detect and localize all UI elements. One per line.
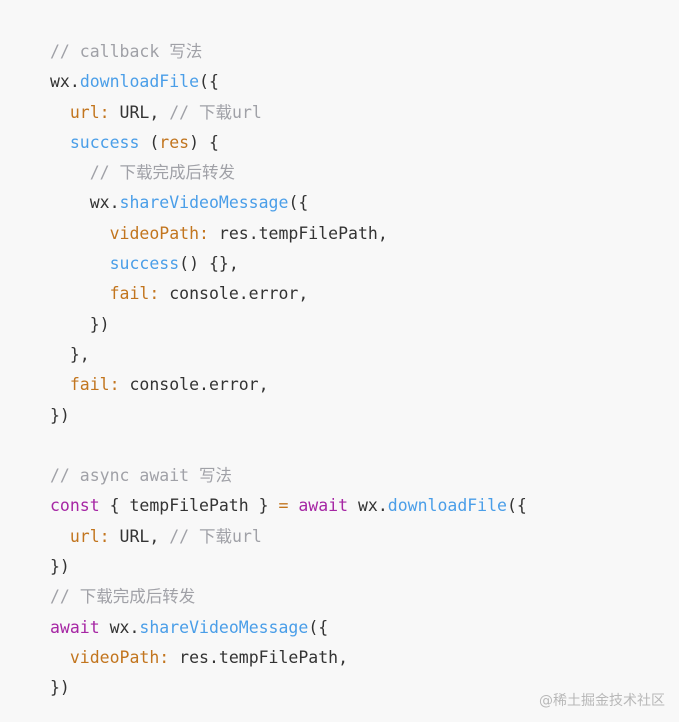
code-token <box>50 133 70 152</box>
code-token: wx. <box>50 193 120 213</box>
code-token <box>50 375 70 394</box>
code-line: wx.shareVideoMessage({ <box>50 188 527 218</box>
code-line: const { tempFilePath } = await wx.downlo… <box>50 491 527 521</box>
code-token: res.tempFilePath, <box>169 647 349 667</box>
code-token <box>50 224 110 243</box>
code-line: }) <box>50 310 527 340</box>
code-token: console.error, <box>119 375 269 395</box>
code-line: }, <box>50 340 527 370</box>
code-line: // 下载完成后转发 <box>50 582 527 612</box>
code-token: url: <box>69 526 110 546</box>
code-line: await wx.shareVideoMessage({ <box>50 613 527 643</box>
code-token: }, <box>50 344 90 364</box>
code-line <box>50 431 527 461</box>
code-token: // async await 写法 <box>50 466 233 486</box>
code-token: URL, <box>109 526 170 546</box>
code-line: wx.downloadFile({ <box>50 67 527 97</box>
code-token: res <box>159 132 190 152</box>
code-token: // 下载url <box>169 102 262 122</box>
code-token: console.error, <box>159 284 309 304</box>
code-token: videoPath: <box>109 223 209 243</box>
code-line: // callback 写法 <box>50 37 527 67</box>
code-token: ({ <box>288 193 309 213</box>
code-line: fail: console.error, <box>50 370 527 400</box>
code-token: await <box>50 617 100 637</box>
code-token: fail: <box>109 284 160 304</box>
code-line: fail: console.error, <box>50 279 527 309</box>
code-token: downloadFile <box>79 72 200 92</box>
code-token: shareVideoMessage <box>119 193 289 213</box>
code-token: success <box>69 132 140 152</box>
code-token: }) <box>50 405 70 425</box>
code-line: url: URL, // 下载url <box>50 98 527 128</box>
code-token: ({ <box>507 496 527 516</box>
code-token: ({ <box>308 617 329 637</box>
code-token: shareVideoMessage <box>139 617 309 637</box>
code-line: success() {}, <box>50 249 527 279</box>
code-token: { tempFilePath } <box>99 496 279 516</box>
code-token: ( <box>139 132 160 152</box>
code-token: videoPath: <box>69 647 170 667</box>
code-token: fail: <box>69 375 120 395</box>
code-token <box>50 648 70 667</box>
watermark: @稀土掘金技术社区 <box>539 693 665 709</box>
code-token <box>288 496 298 515</box>
code-token: URL, <box>109 102 170 122</box>
code-token: downloadFile <box>387 496 507 516</box>
code-token: res.tempFilePath, <box>208 223 388 243</box>
code-line: // 下载完成后转发 <box>50 158 527 188</box>
code-token <box>50 284 110 303</box>
code-line: }) <box>50 552 527 582</box>
code-token <box>50 163 90 182</box>
code-token: // 下载url <box>169 526 262 546</box>
code-token <box>50 527 70 546</box>
code-token: }) <box>50 557 70 577</box>
code-token: // 下载完成后转发 <box>50 587 196 607</box>
code-token: await <box>298 496 349 516</box>
code-token: }) <box>50 314 110 334</box>
code-line: // async await 写法 <box>50 461 527 491</box>
code-token: () {}, <box>179 254 239 274</box>
code-line: success (res) { <box>50 128 527 158</box>
code-token: }) <box>50 678 70 698</box>
code-token: wx. <box>99 617 140 637</box>
code-line: }) <box>50 673 527 703</box>
code-token <box>50 103 70 122</box>
code-token: = <box>278 496 289 516</box>
code-token: ) { <box>189 132 219 152</box>
code-token: // 下载完成后转发 <box>89 163 236 183</box>
code-token: const <box>50 496 100 516</box>
code-token <box>50 254 110 273</box>
code-token: wx. <box>348 496 388 516</box>
code-token: url: <box>69 102 110 122</box>
code-token: // callback 写法 <box>50 42 203 61</box>
code-token: success <box>109 254 180 274</box>
code-line: url: URL, // 下载url <box>50 522 527 552</box>
code-line: videoPath: res.tempFilePath, <box>50 219 527 249</box>
code-line: videoPath: res.tempFilePath, <box>50 643 527 673</box>
code-token: ({ <box>199 72 219 92</box>
code-line: }) <box>50 401 527 431</box>
code-token: wx. <box>50 72 80 92</box>
